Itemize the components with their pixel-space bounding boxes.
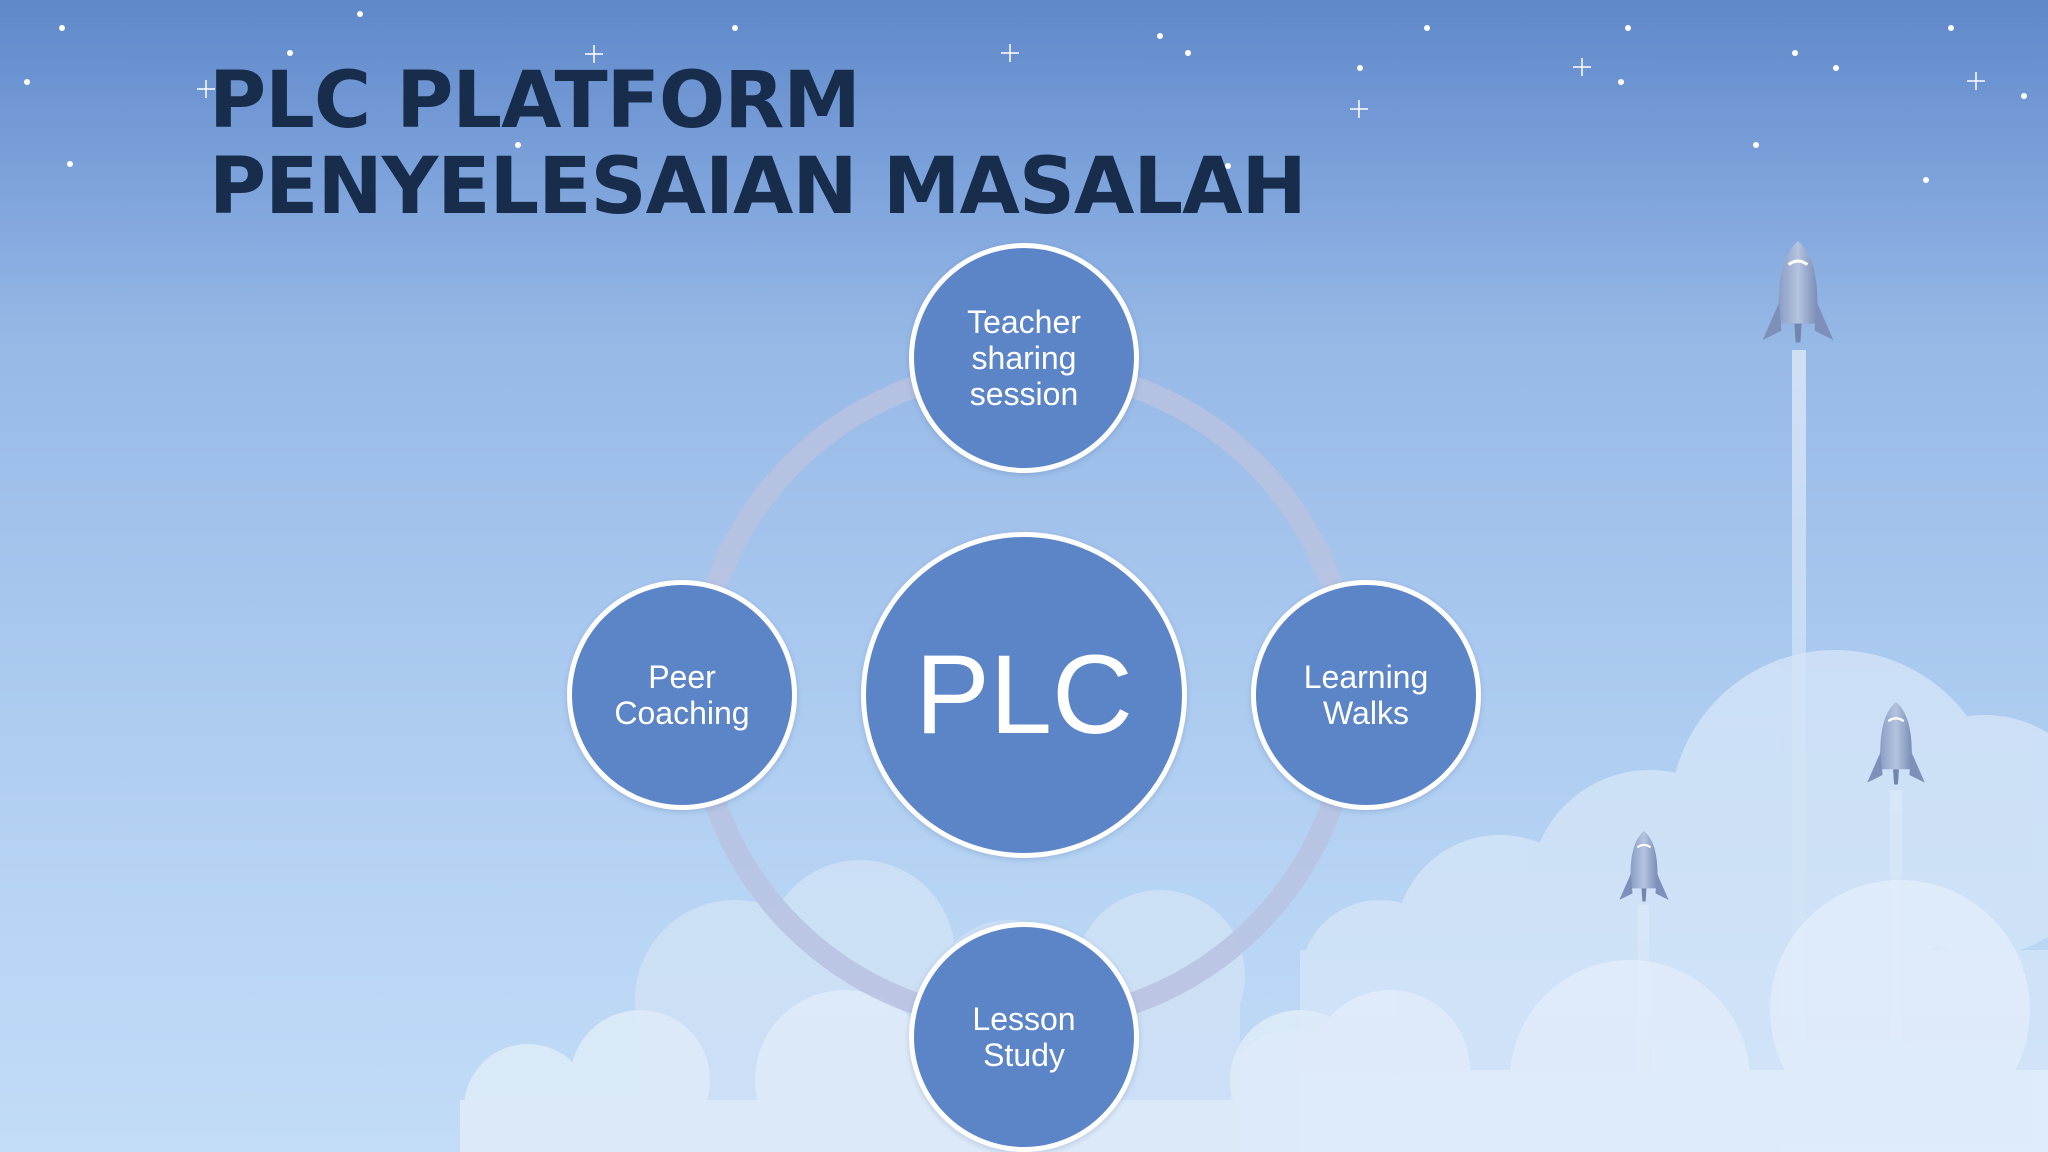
center-label: PLC (915, 632, 1133, 757)
clouds (460, 650, 2048, 1152)
node-label: Learning Walks (1303, 659, 1429, 731)
node-teacher-sharing-session: Teacher sharing session (909, 243, 1139, 473)
stars (24, 11, 2027, 183)
node-label: Teacher sharing session (967, 304, 1081, 412)
sparkles (197, 44, 1985, 118)
rocket-icon (1761, 239, 1835, 344)
node-label: Lesson Study (972, 1001, 1076, 1073)
node-label: Peer Coaching (614, 659, 750, 731)
node-learning-walks: Learning Walks (1251, 580, 1481, 810)
node-lesson-study: Lesson Study (909, 922, 1139, 1152)
node-plc-center: PLC (861, 532, 1187, 858)
node-peer-coaching: Peer Coaching (567, 580, 797, 810)
slide-title: PLC PLATFORM PENYELESAIAN MASALAH (209, 56, 1307, 232)
